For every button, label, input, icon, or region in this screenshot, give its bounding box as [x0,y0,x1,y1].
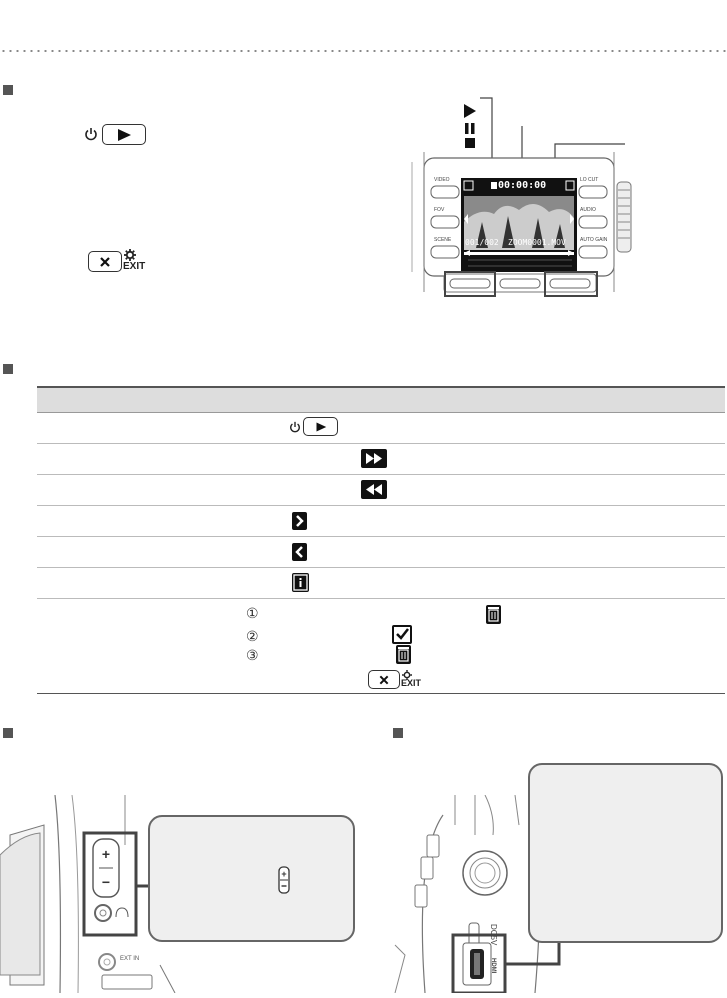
section-bullet [393,728,403,738]
checkbox-icon [392,625,412,644]
play-key-button [303,417,338,436]
section-divider [0,50,727,52]
table-row [37,505,725,537]
play-icon [118,128,131,141]
hdmi-label: HDMI [490,958,496,974]
svg-text:−: − [102,874,110,890]
close-x-icon [100,256,110,267]
pause-icon [465,123,469,134]
play-key-button[interactable] [102,124,146,145]
step-2-marker: ② [246,628,259,644]
rewind-icon [361,480,387,499]
table-row [37,443,725,475]
side-label-lo-cut: LO CUT [580,177,599,183]
side-label-auto-gain: AUTO GAIN [580,237,608,243]
table-row: ① ② ③ EXIT [37,598,725,694]
table-row [37,567,725,599]
operations-table: ① ② ③ EXIT [37,386,725,694]
exit-label: EXIT [401,678,422,688]
section-bullet [3,364,13,374]
gear-icon [124,248,136,266]
callout-connector [136,884,150,888]
exit-key-button[interactable] [88,251,122,272]
side-label-fov: FOV [434,207,445,213]
side-label-audio: AUDIO [580,207,596,213]
file-counter: 001/002 [465,238,499,247]
play-icon [316,422,326,431]
chevron-left-icon [292,543,307,561]
section-bullet [3,728,13,738]
step-3-marker: ③ [246,647,259,663]
volume-rocker-icon: + [278,866,290,899]
chevron-right-icon [292,512,307,530]
hdmi-callout-box [528,763,723,943]
table-row [37,474,725,506]
fast-forward-icon [361,449,387,468]
table-row [37,536,725,568]
playback-status-icons [464,104,476,148]
exit-key-button [368,670,400,689]
table-row [37,412,725,444]
exit-label: EXIT [123,261,146,272]
stop-icon [465,138,475,148]
svg-text:+: + [102,846,110,862]
file-name: ZOOM0001.MOV [508,238,566,247]
dc5v-label: DC5V [489,924,498,946]
side-label-scene: SCENE [434,237,452,243]
svg-text:+: + [281,869,286,879]
volume-side-figure: + − EXT IN [0,794,200,994]
volume-callout-box: + [148,815,355,942]
step-1-marker: ① [246,605,259,621]
close-x-icon [379,675,389,684]
info-icon [292,573,309,592]
table-header [37,386,725,413]
power-icon [289,420,301,438]
trash-icon [396,645,411,664]
section-bullet [3,85,13,95]
gear-icon [402,667,412,685]
device-screen-figure: 00:00:00 001/002 ZOOM0001.MOV VIDEO FOV … [404,152,644,298]
power-icon [84,127,98,146]
play-icon [464,104,476,118]
callout-connector [505,938,561,966]
ext-in-label: EXT IN [120,956,140,962]
timecode: 00:00:00 [498,180,547,191]
trash-icon [486,605,501,624]
side-label-video: VIDEO [434,177,450,183]
